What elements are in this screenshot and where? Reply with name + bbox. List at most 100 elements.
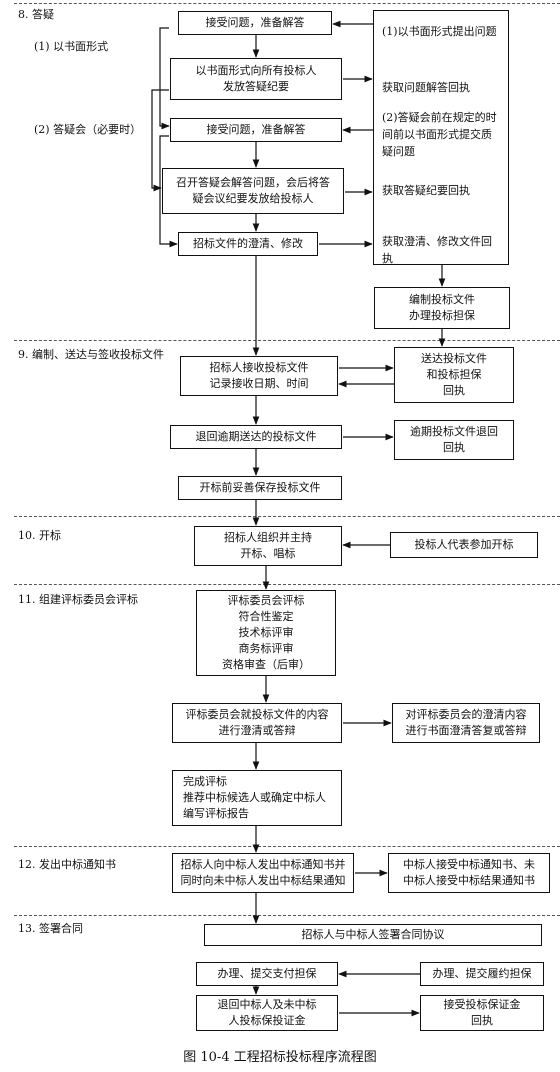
box-text-line: 投标人代表参加开标 [414, 538, 514, 551]
box-text-line: 记录接收日期、时间 [209, 377, 309, 390]
box-text-line: 回执 [443, 384, 465, 397]
box-text-line: 开标、唱标 [240, 547, 296, 560]
box-text-line: 退回逾期送达的投标文件 [195, 430, 317, 443]
box-late-bid-receipt: 逾期投标文件退回回执 [394, 420, 514, 460]
box-text-line: (2)答疑会前在规定的 [382, 111, 486, 124]
section-label-contract: 13. 签署合同 [18, 922, 83, 935]
box-text-line: 疑会议纪要发放给投标人 [192, 192, 314, 205]
box-text-line: 符合性鉴定 [238, 610, 294, 623]
section-label-qa: 8. 答疑 [18, 8, 54, 21]
box-text-line: 获取问题解答回执 [382, 81, 470, 94]
bidder-answer-receipt: 获取问题解答回执 [382, 79, 502, 96]
box-deliver-bids: 送达投标文件和投标担保回执 [394, 347, 514, 403]
box-text-line: 提交质疑问题 [382, 128, 492, 158]
box-text-line: 送达投标文件 [421, 352, 487, 365]
bidder-written-question: (1)以书面形式提出问题 [382, 23, 502, 40]
box-text-line: 中标人接受中标结果通知书 [403, 874, 535, 887]
box-text-line: 招标人向中标人发出中标通知书并 [180, 858, 346, 871]
box-receive-questions-1: 接受问题，准备解答 [178, 11, 332, 35]
box-text-line: 和投标担保 [426, 368, 482, 381]
section-divider [14, 846, 560, 847]
box-performance-guarantee: 办理、提交履约担保 [420, 962, 544, 986]
box-text-line: 召开答疑会解答问题，会后将答 [176, 176, 330, 189]
box-text-line: 完成评标 [183, 775, 227, 788]
section-label-meeting: (2) 答疑会（必要时） [34, 123, 142, 136]
section-label-evaluation: 11. 组建评标委员会评标 [18, 593, 138, 606]
box-deposit-receipt: 接受投标保证金回执 [420, 995, 544, 1031]
box-text-line: 问题 [474, 25, 497, 38]
box-prepare-bids: 编制投标文件办理投标担保 [374, 287, 510, 329]
box-text-line: 办理投标担保 [409, 309, 475, 322]
box-accept-notices: 中标人接受中标通知书、未中标人接受中标结果通知书 [388, 853, 550, 893]
section-divider [14, 516, 560, 517]
box-store-bids: 开标前妥善保存投标文件 [178, 476, 342, 500]
box-text-line: 发放答疑纪要 [223, 80, 289, 93]
box-text-line: 进行书面澄清答复或答辩 [405, 724, 527, 737]
box-text-line: 获取答疑纪要回执 [382, 184, 470, 197]
box-open-bids: 招标人组织并主持开标、唱标 [194, 526, 342, 566]
section-divider [14, 915, 560, 916]
section-divider [14, 340, 560, 341]
box-bid-clarification: 评标委员会就投标文件的内容进行澄清或答辩 [172, 703, 342, 743]
box-bidder-attends-opening: 投标人代表参加开标 [390, 532, 538, 558]
box-text-line: 编制投标文件 [409, 293, 475, 306]
box-receive-bids: 招标人接收投标文件记录接收日期、时间 [180, 356, 338, 396]
box-text-line: 进行澄清或答辩 [218, 724, 296, 737]
box-text-line: 评标委员会评标 [227, 594, 305, 607]
box-text-line: 招标人组织并主持 [224, 531, 312, 544]
box-text-line: 技术标评审 [238, 626, 294, 639]
section-label-written: (1) 以书面形式 [34, 40, 109, 53]
box-text-line: 办理、提交履约担保 [432, 967, 532, 980]
box-text-line: 资格审查（后审） [222, 658, 310, 671]
box-written-clarification: 对评标委员会的澄清内容进行书面澄清答复或答辩 [392, 703, 540, 743]
box-hold-qa-meeting: 召开答疑会解答问题，会后将答疑会议纪要发放给投标人 [162, 168, 344, 214]
section-label-bid-docs: 9. 编制、送达与签收投标文件 [18, 348, 164, 361]
box-text-line: (1)以书面形式提出 [382, 25, 475, 38]
box-text-line: 招标人接收投标文件 [209, 361, 309, 374]
box-text-line: 逾期投标文件退回 [410, 425, 498, 438]
section-label-award-notice: 12. 发出中标通知书 [18, 858, 116, 871]
box-text-line: 退回中标人及未中标 [217, 998, 317, 1011]
box-text-line: 回执 [471, 1014, 493, 1027]
box-payment-guarantee: 办理、提交支付担保 [196, 962, 338, 986]
bidder-meeting-question: (2)答疑会前在规定的时间前以书面形式提交质疑问题 [382, 109, 502, 160]
bidder-qa-panel: (1)以书面形式提出问题 获取问题解答回执 (2)答疑会前在规定的时间前以书面形… [373, 10, 509, 265]
box-return-late-bids: 退回逾期送达的投标文件 [170, 425, 342, 449]
box-text-line: 接受投标保证金 [443, 998, 521, 1011]
box-text-line: 招标人与中标人签署合同协议 [301, 928, 445, 941]
box-text-line: 编写评标报告 [183, 807, 249, 820]
section-divider [14, 3, 560, 4]
box-text-line: 人投标保投证金 [228, 1014, 306, 1027]
box-text-line: 回执 [443, 441, 465, 454]
box-text-line: 开标前妥善保存投标文件 [199, 481, 321, 494]
box-text-line: 接受问题，准备解答 [206, 123, 306, 136]
box-evaluation: 评标委员会评标符合性鉴定技术标评审商务标评审资格审查（后审） [196, 590, 336, 676]
box-text-line: 以书面形式向所有投标人 [195, 64, 317, 77]
box-text-line: 评标委员会就投标文件的内容 [185, 708, 329, 721]
box-sign-contract: 招标人与中标人签署合同协议 [204, 924, 542, 946]
box-text-line: 获取澄清、修改文件 [382, 235, 481, 248]
box-text-line: 时间前以书面形式 [382, 111, 497, 141]
box-text-line: 回执 [382, 235, 492, 265]
bidder-minutes-receipt: 获取答疑纪要回执 [382, 182, 502, 199]
box-text-line: 接受问题，准备解答 [205, 16, 305, 29]
box-text-line: 对评标委员会的澄清内容 [405, 708, 527, 721]
box-complete-evaluation: 完成评标推荐中标候选人或确定中标人编写评标报告 [172, 770, 342, 826]
figure-caption: 图 10-4 工程招标投标程序流程图 [183, 1050, 377, 1065]
box-text-line: 招标文件的澄清、修改 [193, 237, 303, 250]
box-issue-award-notice: 招标人向中标人发出中标通知书并同时向未中标人发出中标结果通知 [172, 853, 354, 893]
box-issue-written-answers: 以书面形式向所有投标人发放答疑纪要 [170, 58, 342, 100]
box-text-line: 中标人接受中标通知书、未 [403, 858, 535, 871]
arrow [159, 27, 170, 130]
box-receive-questions-2: 接受问题，准备解答 [170, 118, 342, 142]
bidder-clarification-receipt: 获取澄清、修改文件回执 [382, 233, 502, 267]
box-text-line: 推荐中标候选人或确定中标人 [183, 791, 326, 804]
box-text-line: 办理、提交支付担保 [217, 967, 317, 980]
section-divider [14, 584, 560, 585]
section-label-opening: 10. 开标 [18, 529, 61, 542]
box-text-line: 同时向未中标人发出中标结果通知 [180, 874, 346, 887]
box-clarify-tender-docs: 招标文件的澄清、修改 [178, 232, 318, 256]
box-text-line: 商务标评审 [238, 642, 294, 655]
box-refund-deposits: 退回中标人及未中标人投标保投证金 [196, 995, 338, 1031]
